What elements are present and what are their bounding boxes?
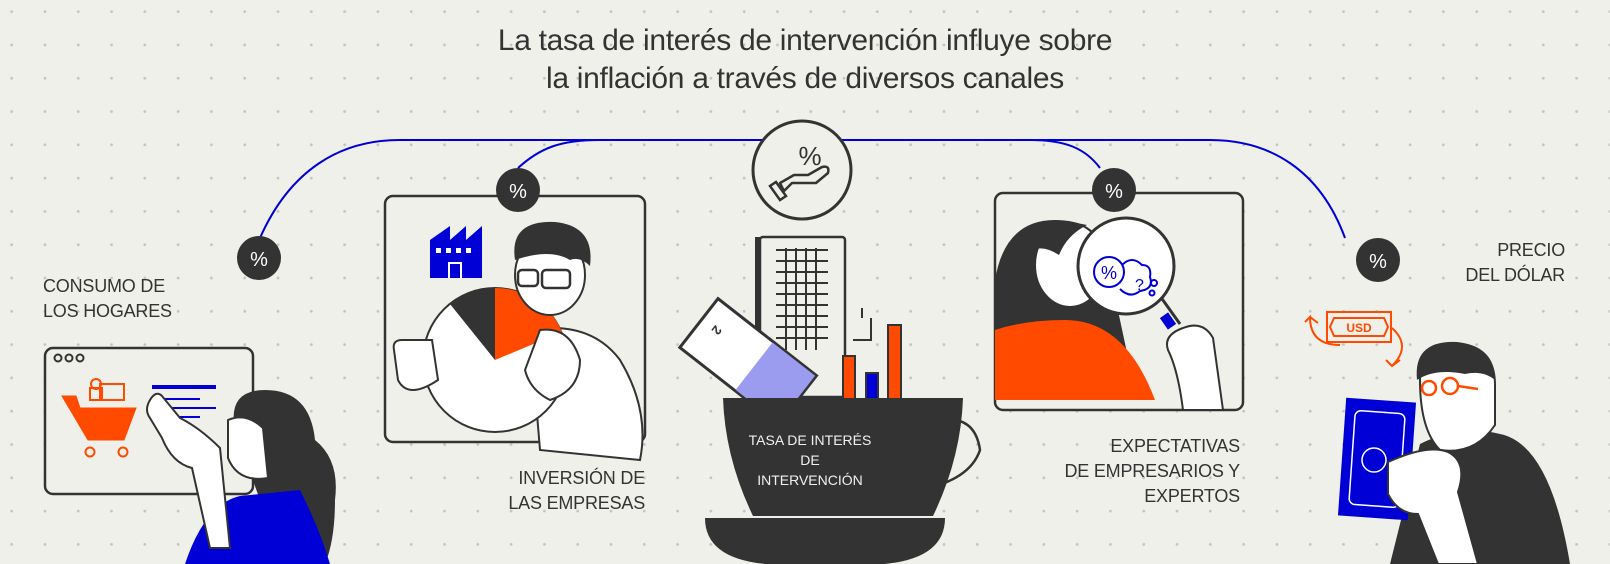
- svg-text:%: %: [1101, 263, 1117, 283]
- hand-percent-icon: %: [751, 119, 853, 221]
- label-consumo-line-1: CONSUMO DE: [43, 276, 166, 296]
- label-dolar-line-2: DEL DÓLAR: [1465, 265, 1565, 285]
- percent-badge-dolar: %: [1356, 238, 1400, 282]
- svg-text:?: ?: [1135, 277, 1144, 294]
- factory-icon: [430, 226, 482, 278]
- percent-question-bubble-icon: % ?: [1093, 256, 1158, 297]
- svg-text:%: %: [1105, 181, 1123, 203]
- label-dolar-line-1: PRECIO: [1497, 240, 1565, 260]
- inversion-illustration: [383, 194, 647, 462]
- svg-text:%: %: [509, 181, 527, 203]
- label-inversion: INVERSIÓN DE LAS EMPRESAS: [500, 466, 645, 516]
- svg-text:USD: USD: [1346, 321, 1372, 335]
- label-dolar: PRECIO DEL DÓLAR: [1440, 238, 1565, 288]
- cup-label-line-1: TASA DE INTERÉS: [748, 432, 872, 448]
- percent-badge-consumo: %: [237, 236, 281, 280]
- title-line-2: la inflación a través de diversos canale…: [546, 62, 1064, 95]
- cup-label: TASA DE INTERÉS DE INTERVENCIÓN: [735, 430, 885, 490]
- expectativas-illustration: % ?: [993, 191, 1245, 412]
- label-expectativas-line-2: DE EMPRESARIOS Y: [1064, 461, 1240, 481]
- cup-label-line-3: INTERVENCIÓN: [757, 472, 863, 488]
- dolar-illustration: USD: [1304, 311, 1570, 564]
- usd-exchange-icon: USD: [1304, 311, 1403, 368]
- label-consumo-line-2: LOS HOGARES: [43, 301, 172, 321]
- shopping-cart-icon: [61, 378, 137, 458]
- page-title: La tasa de interés de intervención influ…: [0, 22, 1610, 98]
- label-expectativas-line-1: EXPECTATIVAS: [1110, 436, 1240, 456]
- interest-rate-cup-illustration: 2: [677, 235, 982, 564]
- percent-badge-inversion: %: [496, 168, 540, 212]
- cup-label-line-2: DE: [800, 452, 820, 468]
- label-consumo: CONSUMO DE LOS HOGARES: [43, 274, 172, 324]
- svg-text:%: %: [1369, 251, 1387, 273]
- svg-text:%: %: [250, 249, 268, 271]
- percent-badge-expectativas: %: [1092, 168, 1136, 212]
- label-inversion-line-2: LAS EMPRESAS: [508, 493, 645, 513]
- label-expectativas: EXPECTATIVAS DE EMPRESARIOS Y EXPERTOS: [1040, 434, 1240, 509]
- consumo-illustration: [43, 346, 336, 564]
- svg-text:%: %: [798, 141, 821, 171]
- label-inversion-line-1: INVERSIÓN DE: [518, 468, 645, 488]
- title-line-1: La tasa de interés de intervención influ…: [497, 24, 1113, 57]
- label-expectativas-line-3: EXPERTOS: [1144, 486, 1240, 506]
